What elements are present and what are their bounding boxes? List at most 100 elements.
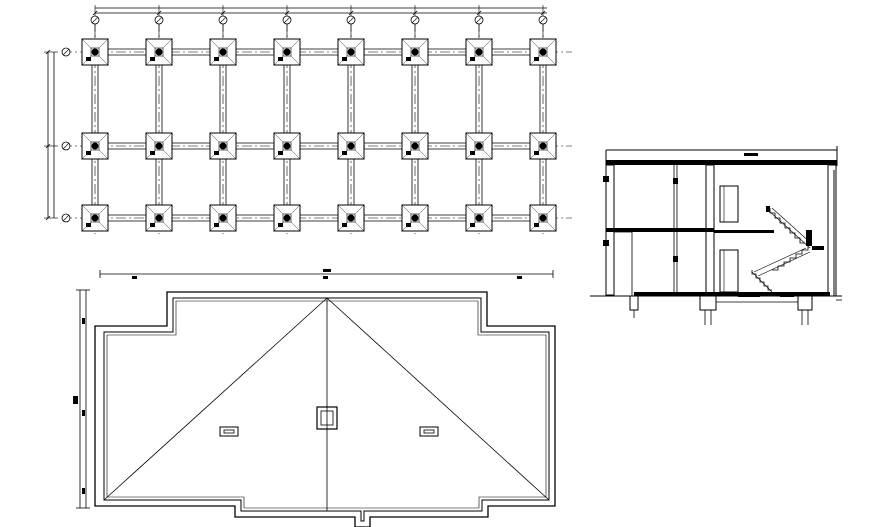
column — [539, 214, 547, 222]
stair-stringer — [751, 271, 773, 293]
roof-vent — [419, 426, 439, 437]
footing — [401, 132, 429, 160]
roof-outline-outer — [94, 291, 556, 527]
stair-flight — [769, 208, 805, 244]
row-grid-bubbles — [61, 47, 71, 223]
foundation-footing — [629, 295, 639, 311]
footing — [273, 38, 301, 66]
dimension-marker — [323, 276, 328, 279]
stair-start — [766, 206, 770, 212]
footing — [81, 38, 109, 66]
dimension-marker — [82, 318, 85, 324]
dimension-slash — [92, 10, 98, 16]
footing — [337, 132, 365, 160]
footing-tag — [406, 57, 411, 61]
footing-tag — [342, 57, 347, 61]
hip-line — [326, 297, 550, 501]
footing-tag — [278, 151, 283, 155]
column — [539, 142, 547, 150]
column — [475, 48, 483, 56]
stair-stringer — [757, 251, 811, 277]
footing-tag — [470, 151, 475, 155]
dimension-marker — [323, 269, 331, 272]
footing-tag — [214, 151, 219, 155]
column — [411, 214, 419, 222]
footing-tag — [150, 223, 155, 227]
stair-stringer — [753, 247, 807, 273]
foundation-footing — [797, 295, 813, 311]
footing — [209, 204, 237, 232]
building-section — [590, 146, 842, 325]
footing — [145, 38, 173, 66]
dimension-slash — [156, 10, 162, 16]
roof-slab — [606, 160, 837, 165]
footing-tag — [214, 223, 219, 227]
wall-left — [605, 164, 615, 296]
footing-tag — [150, 57, 155, 61]
window — [603, 240, 609, 246]
bubble-mark — [283, 16, 291, 24]
footing-tag — [534, 151, 539, 155]
foundation-footing — [699, 295, 717, 311]
staircase — [751, 206, 824, 293]
bubble-mark — [62, 48, 70, 56]
wall-right — [827, 164, 837, 297]
column-grid-bubbles — [90, 15, 548, 38]
footing-tag — [534, 223, 539, 227]
footing — [273, 204, 301, 232]
column — [91, 48, 99, 56]
dimension-slash — [412, 10, 418, 16]
column — [219, 214, 227, 222]
stair-stringer — [771, 207, 813, 245]
grid-axis-lines — [62, 22, 572, 234]
ground-slab — [634, 292, 830, 296]
footing-tag — [470, 57, 475, 61]
dimension-marker — [517, 276, 522, 279]
roof-outline-inner — [103, 297, 550, 522]
footing — [465, 132, 493, 160]
column-marker — [673, 256, 678, 262]
step-marker — [738, 294, 760, 297]
column — [411, 142, 419, 150]
roof-plan — [73, 269, 556, 527]
column — [283, 142, 291, 150]
bubble-mark — [347, 16, 355, 24]
floor-slab-right — [714, 230, 774, 233]
footing-tag — [278, 223, 283, 227]
footing — [465, 204, 493, 232]
dimension-labels — [92, 5, 546, 16]
roof-vent-inner — [423, 429, 435, 434]
column — [155, 142, 163, 150]
bubble-mark — [475, 16, 483, 24]
roof-hatch — [316, 406, 338, 430]
roof-marker — [744, 153, 758, 156]
window — [603, 176, 609, 182]
door — [719, 185, 739, 223]
footing-tag — [150, 151, 155, 155]
dimension-slash — [45, 143, 51, 149]
footing — [337, 204, 365, 232]
stair-flight — [751, 270, 772, 291]
footing-tag — [342, 223, 347, 227]
dimension-marker — [82, 410, 85, 416]
footing — [81, 204, 109, 232]
footing — [81, 132, 109, 160]
column — [347, 48, 355, 56]
dimension-slash — [45, 215, 51, 221]
column — [475, 214, 483, 222]
footing-tag — [86, 151, 91, 155]
stair-stringer — [767, 209, 811, 249]
footing — [145, 204, 173, 232]
footing-tag — [86, 223, 91, 227]
footing — [273, 132, 301, 160]
footing-tag — [342, 151, 347, 155]
footing — [401, 204, 429, 232]
roof-vent — [219, 426, 239, 437]
column — [283, 48, 291, 56]
dimension-slash — [220, 10, 226, 16]
column — [411, 48, 419, 56]
bubble-mark — [219, 16, 227, 24]
dimension-slash — [284, 10, 290, 16]
footing — [209, 132, 237, 160]
